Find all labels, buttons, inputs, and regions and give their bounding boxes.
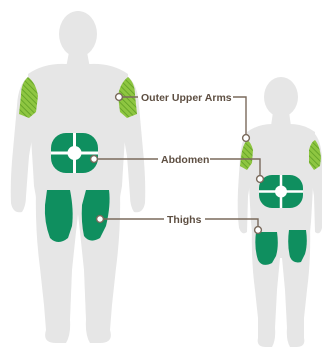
adult-torso xyxy=(28,64,128,197)
child-thigh-marker xyxy=(255,227,262,234)
adult-figure xyxy=(11,11,146,343)
abdomen-label: Abdomen xyxy=(161,154,209,166)
adult-arm-marker xyxy=(116,94,123,101)
child-abdomen-marker xyxy=(257,176,264,183)
outer-upper-arms-label: Outer Upper Arms xyxy=(141,92,232,104)
adult-abdomen-marker xyxy=(91,156,98,163)
child-neck xyxy=(271,112,291,126)
child-arm-marker xyxy=(243,135,250,142)
adult-thigh-marker xyxy=(97,216,104,223)
callout-thighs: Thighs xyxy=(97,214,262,233)
adult-left-thigh-site xyxy=(45,190,73,242)
child-figure xyxy=(238,77,322,347)
child-navel xyxy=(275,186,287,198)
thighs-leader-right xyxy=(205,219,258,230)
thighs-label: Thighs xyxy=(167,214,202,226)
adult-head xyxy=(59,11,97,57)
arms-leader-right xyxy=(233,97,246,138)
child-head xyxy=(264,77,298,117)
adult-navel xyxy=(68,146,82,160)
